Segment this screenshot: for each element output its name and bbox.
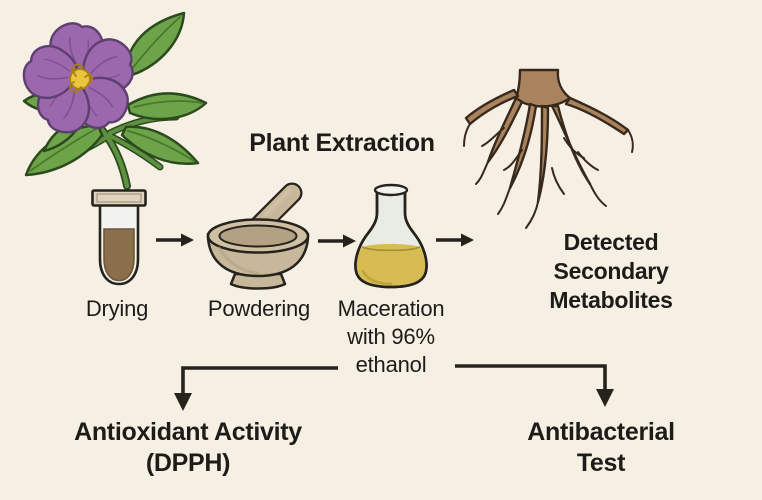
arrow-right-icon	[318, 234, 356, 248]
test-label-antioxidant: Antioxidant Activity (DPPH)	[74, 418, 302, 477]
branch-arrow-right	[455, 364, 614, 407]
tube-cap	[91, 189, 147, 207]
flower-center	[69, 63, 94, 93]
flower-bloom	[16, 22, 142, 143]
roots-illustration	[463, 68, 634, 229]
test-tube-icon	[91, 189, 147, 286]
flower-illustration	[16, 11, 208, 190]
branch-arrows	[174, 364, 614, 411]
test-label-antibacterial: Antibacterial Test	[527, 418, 675, 477]
tube-contents	[103, 228, 135, 282]
erlenmeyer-flask-icon	[354, 183, 428, 289]
arrow-right-icon	[436, 233, 474, 247]
arrow-right-icon	[156, 233, 194, 247]
result-label: Detected Secondary Metabolites	[549, 229, 673, 313]
flask-liquid	[355, 244, 427, 286]
mortar-pestle-icon	[206, 182, 310, 290]
mortar-bowl	[206, 218, 310, 290]
branch-arrow-left	[174, 366, 338, 411]
step-label-maceration: Maceration with 96% ethanol	[337, 296, 445, 377]
step-label-drying: Drying	[85, 296, 149, 321]
page-title: Plant Extraction	[249, 129, 435, 157]
leaf-veins	[29, 16, 203, 172]
step-label-powdering: Powdering	[207, 296, 311, 321]
